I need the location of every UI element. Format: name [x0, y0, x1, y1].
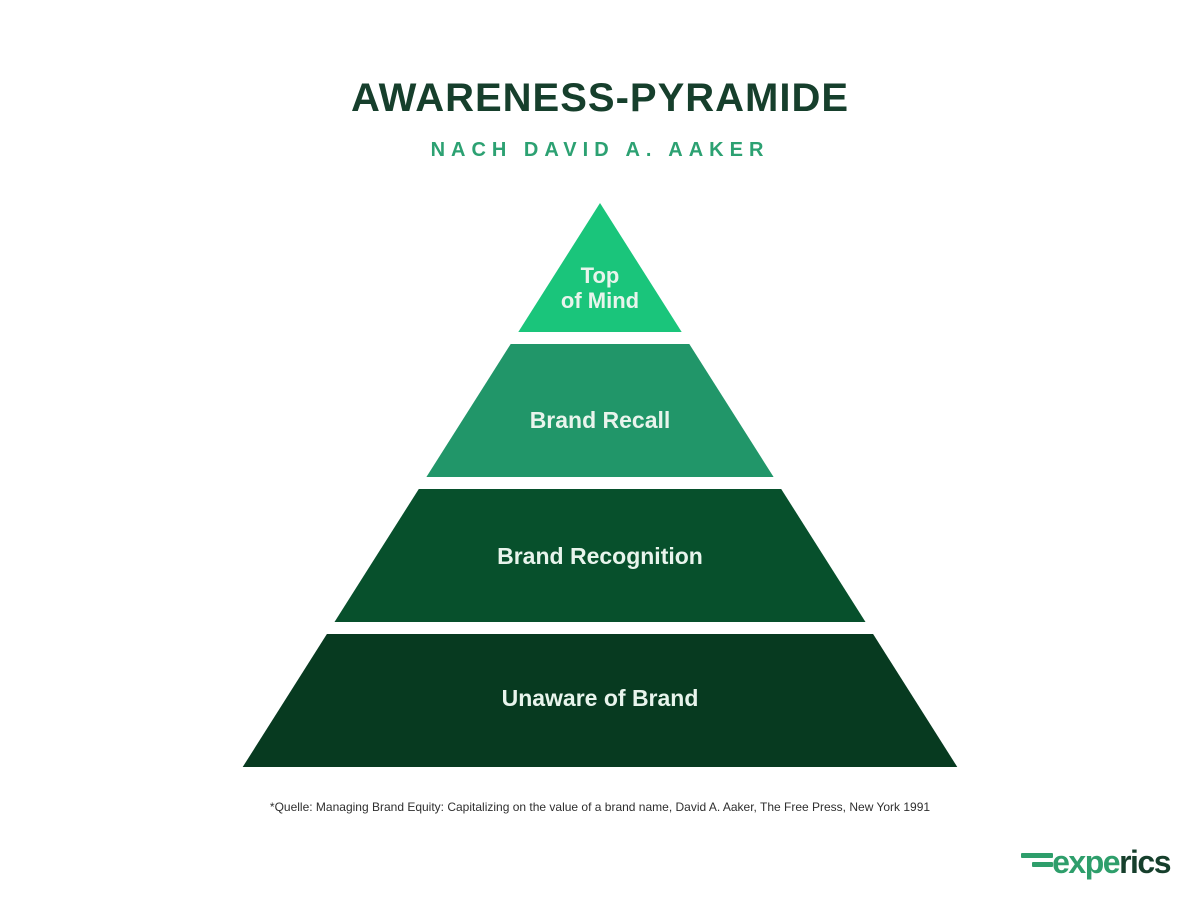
pyramid-level-unaware-of-brand: [242, 634, 958, 767]
pyramid-label-unaware-of-brand: Unaware of Brand: [502, 685, 699, 711]
pyramid-label-brand-recall: Brand Recall: [530, 407, 671, 433]
header: AWARENESS-PYRAMIDE NACH DAVID A. AAKER: [0, 76, 1200, 162]
pyramid-level-top-of-mind: [518, 203, 682, 332]
logo-speed-lines-icon: [1021, 853, 1054, 867]
pyramid-label-top-of-mind-line1: Top: [581, 263, 620, 288]
logo-text-light: expe: [1052, 844, 1120, 880]
source-footnote: *Quelle: Managing Brand Equity: Capitali…: [269, 800, 931, 814]
pyramid-label-top-of-mind-line2: of Mind: [561, 288, 639, 313]
pyramid-label-brand-recognition: Brand Recognition: [497, 543, 703, 569]
page-subtitle: NACH DAVID A. AAKER: [430, 139, 770, 161]
pyramid-level-brand-recall: [426, 344, 774, 477]
logo-bar-bottom: [1032, 862, 1054, 867]
logo-text-dark: rics: [1119, 844, 1171, 880]
page-title: AWARENESS-PYRAMIDE: [350, 76, 850, 120]
experics-logo: experics: [1021, 844, 1171, 880]
pyramid-level-brand-recognition: [334, 489, 866, 622]
logo-bar-top: [1021, 853, 1054, 858]
logo-wordmark: experics: [1052, 844, 1171, 880]
